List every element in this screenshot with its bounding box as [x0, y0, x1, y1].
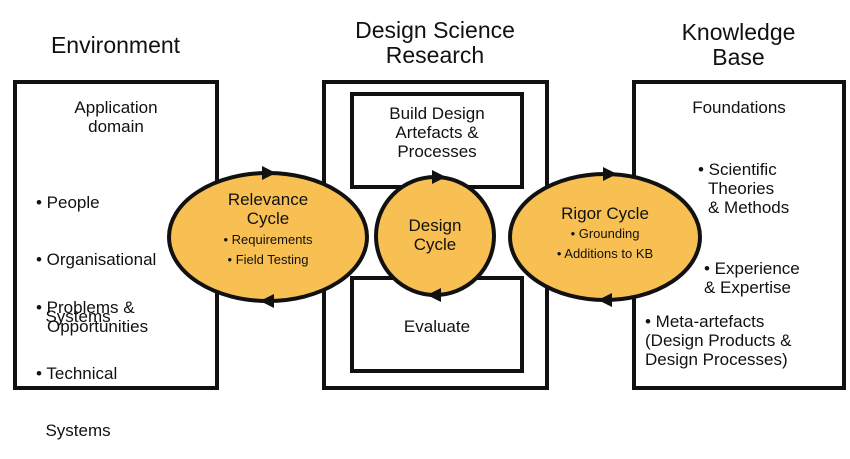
scientific-line2: Theories	[708, 179, 775, 198]
relevance-item-field-testing: • Field Testing	[227, 252, 309, 267]
list-item-experience: • Experience & Expertise	[704, 259, 800, 297]
rigor-item-grounding: • Grounding	[570, 226, 640, 241]
cycles-layer	[167, 166, 702, 308]
list-item-technical-cont: Systems	[36, 421, 111, 440]
list-item-people: • People	[36, 193, 100, 212]
meta-line1: • Meta-artefacts	[645, 312, 765, 331]
build-text: Build Design Artefacts & Processes	[350, 104, 524, 161]
rigor-title: Rigor Cycle	[561, 204, 649, 223]
relevance-arrow-top-icon	[262, 166, 276, 180]
problems-line2: Opportunities	[47, 317, 149, 336]
scientific-line1: • Scientific	[698, 160, 777, 179]
dsr-heading: Design Science Research	[312, 18, 558, 68]
rigor-item-additions: • Additions to KB	[556, 246, 654, 261]
design-arrow-bottom-icon	[427, 288, 441, 302]
rigor-cycle-text: Rigor Cycle • Grounding • Additions to K…	[520, 204, 690, 264]
rigor-arrow-top-icon	[603, 167, 617, 181]
kb-heading-line1: Knowledge	[681, 19, 796, 45]
list-item-scientific: • Scientific Theories & Methods	[698, 160, 789, 217]
design-title-line2: Cycle	[413, 235, 457, 254]
design-arrow-top-icon	[432, 170, 446, 184]
evaluate-text: Evaluate	[403, 317, 471, 336]
build-line3: Processes	[397, 142, 477, 161]
design-title-line1: Design	[408, 216, 462, 235]
dsr-heading-line1: Design Science	[355, 17, 515, 43]
list-item-problems: • Problems & Opportunities	[36, 298, 148, 336]
list-item-technical: • Technical	[36, 364, 118, 383]
foundations-title: Foundations	[692, 98, 786, 117]
relevance-item-requirements: • Requirements	[223, 232, 313, 247]
meta-line2: (Design Products &	[645, 331, 792, 350]
experience-line2: & Expertise	[704, 278, 791, 297]
list-item-meta: • Meta-artefacts (Design Products & Desi…	[645, 312, 791, 369]
application-domain-line1: Application	[74, 98, 158, 117]
kb-heading-line2: Base	[712, 44, 765, 70]
relevance-title-line1: Relevance	[227, 190, 309, 209]
relevance-arrow-bottom-icon	[260, 294, 274, 308]
design-cycle-text: Design Cycle	[380, 216, 490, 254]
list-item-organisational-cont: Systems	[36, 307, 111, 326]
application-domain-title: Application domain	[13, 98, 219, 136]
scientific-line3: & Methods	[708, 198, 790, 217]
list-item-organisational: • Organisational	[36, 250, 157, 269]
build-line2: Artefacts &	[395, 123, 479, 142]
rigor-arrow-bottom-icon	[598, 293, 612, 307]
dsr-heading-line2: Research	[385, 42, 485, 68]
meta-line3: Design Processes)	[645, 350, 788, 369]
experience-line1: • Experience	[704, 259, 800, 278]
application-domain-line2: domain	[88, 117, 144, 136]
problems-line1: • Problems &	[36, 298, 135, 317]
environment-heading: Environment	[50, 32, 181, 58]
build-line1: Build Design	[389, 104, 485, 123]
relevance-title-line2: Cycle	[246, 209, 290, 228]
relevance-cycle-text: Relevance Cycle • Requirements • Field T…	[180, 190, 356, 270]
knowledge-base-heading: Knowledge Base	[632, 20, 845, 70]
